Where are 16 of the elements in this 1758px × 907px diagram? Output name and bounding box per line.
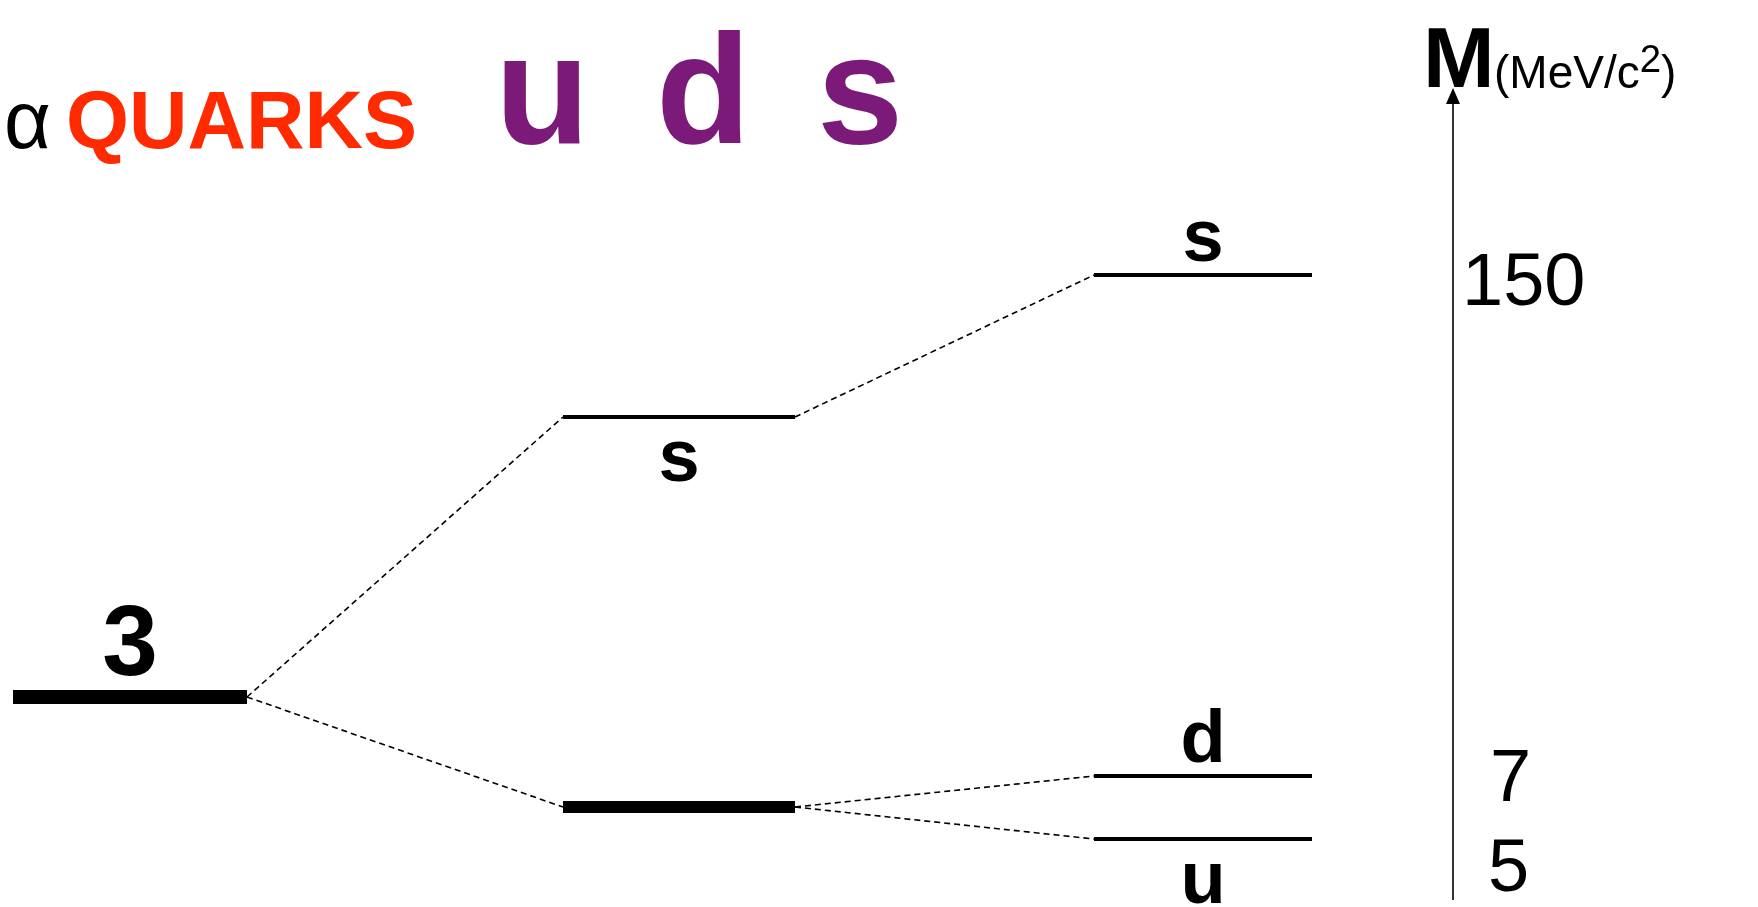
level-label: d	[1180, 700, 1226, 774]
dashed-connector	[794, 806, 1095, 840]
tick-label: 5	[1488, 829, 1530, 903]
tick-label: 150	[1462, 243, 1586, 317]
level-label: s	[1182, 199, 1224, 273]
level-label: 3	[102, 590, 158, 690]
level-label: u	[1180, 841, 1226, 907]
dashed-connector	[246, 696, 564, 808]
level-label: s	[658, 419, 700, 493]
greek-letter: α	[4, 80, 51, 161]
dashed-connector	[794, 274, 1095, 418]
dashed-connector	[246, 416, 564, 698]
quark-flavours: u d s	[495, 12, 904, 167]
tick-label: 7	[1490, 739, 1532, 813]
axis-title: M	[1423, 14, 1495, 100]
axis-unit: (MeV/c$^{2}$)	[1494, 40, 1677, 96]
